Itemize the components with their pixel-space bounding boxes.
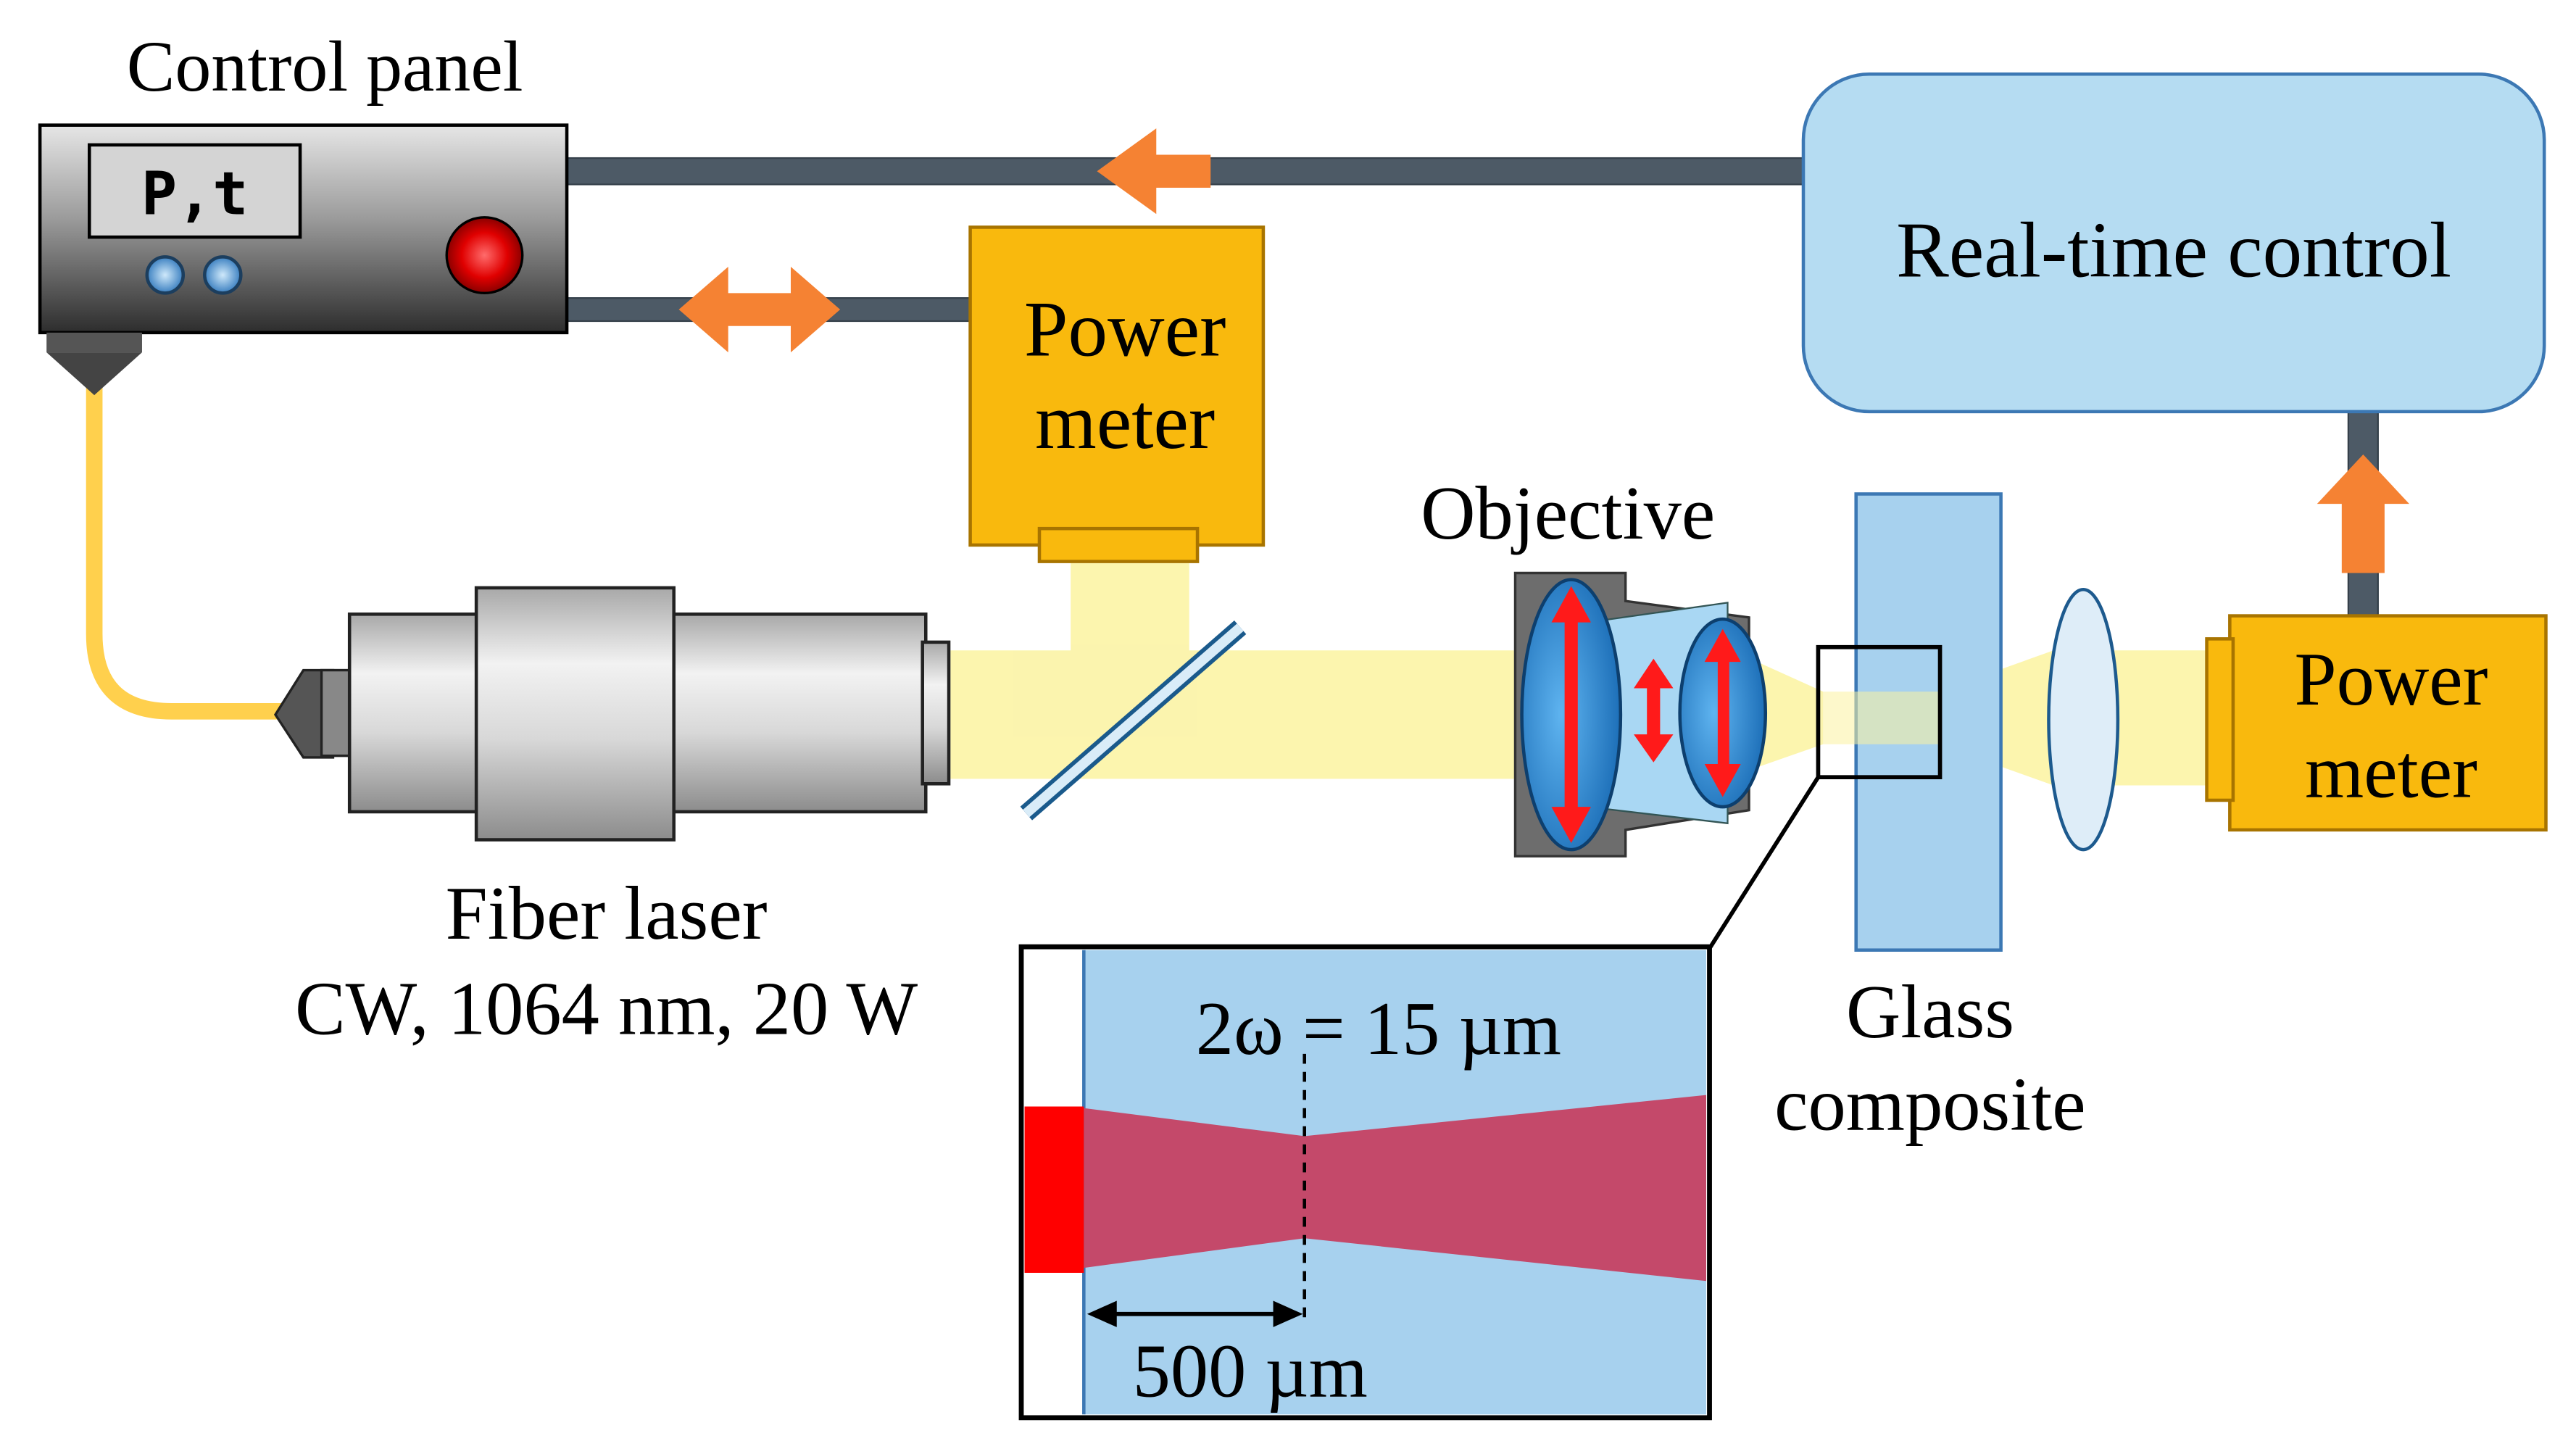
- control-panel: Control panel P,t: [38, 26, 569, 396]
- zoom-line: [1708, 776, 1820, 950]
- control-panel-label: Control panel: [127, 26, 523, 107]
- left-arrow-icon: [1097, 128, 1211, 215]
- power-meter-top: Power meter: [968, 225, 1266, 563]
- fiber-port-cone: [46, 352, 142, 396]
- glass-label-line2: composite: [1774, 1062, 2085, 1146]
- knob-right-icon[interactable]: [203, 255, 243, 295]
- display-text: P,t: [141, 159, 249, 228]
- objective: Objective: [1421, 471, 1768, 858]
- beam-waist-label: 2ω = 15 µm: [1196, 987, 1561, 1071]
- power-meter-sensor: [1037, 526, 1200, 563]
- zoom-box: [1816, 644, 1943, 780]
- knob-left-icon[interactable]: [145, 255, 186, 295]
- fiber-laser: Fiber laser CW, 1064 nm, 20 W: [273, 586, 951, 1051]
- glass-label-line1: Glass: [1846, 970, 2014, 1054]
- laser-specs-label: CW, 1064 nm, 20 W: [295, 967, 918, 1051]
- real-time-control-label: Real-time control: [1896, 207, 2451, 294]
- focused-beam: [1084, 1095, 1706, 1282]
- objective-label: Objective: [1421, 471, 1715, 555]
- power-meter-right-line2: meter: [2305, 729, 2477, 813]
- control-panel-display: [88, 143, 302, 239]
- collecting-lens-icon: [2047, 587, 2120, 852]
- power-meter-right-line1: Power: [2294, 637, 2488, 721]
- fiber-port: [46, 332, 142, 353]
- inset-beam-waist: 2ω = 15 µm 500 µm: [1018, 944, 1712, 1421]
- optical-fiber: [86, 378, 289, 720]
- incident-beam: [1024, 1106, 1084, 1273]
- emission-button-icon[interactable]: [445, 216, 524, 295]
- real-time-control-box: [1801, 72, 2546, 414]
- up-arrow-icon: [2317, 454, 2409, 573]
- double-arrow-icon: [678, 266, 841, 353]
- power-meter-top-line2: meter: [1035, 378, 1215, 465]
- distance-label: 500 µm: [1133, 1329, 1368, 1413]
- fiber-laser-label: Fiber laser: [446, 871, 768, 955]
- power-meter-right: Power meter: [2205, 614, 2548, 832]
- power-meter-top-line1: Power: [1024, 286, 1226, 373]
- power-meter-right-sensor: [2205, 637, 2235, 802]
